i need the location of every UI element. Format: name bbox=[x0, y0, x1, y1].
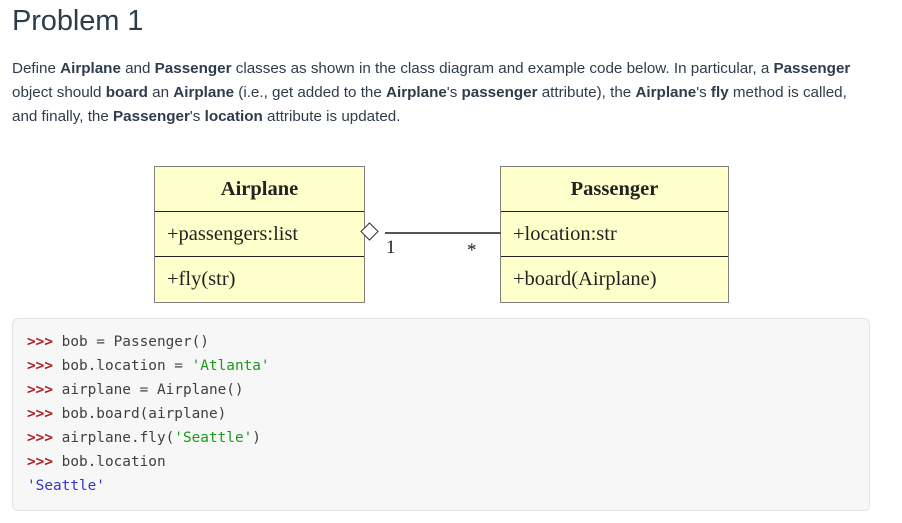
uml-class-passenger-name: Passenger bbox=[501, 167, 728, 212]
emphasis-term: board bbox=[105, 84, 148, 101]
code-token-plain: airplane = Airplane() bbox=[61, 382, 244, 398]
code-token-plain: ) bbox=[252, 430, 261, 446]
code-line: >>> airplane = Airplane() bbox=[27, 378, 855, 402]
code-token-plain: airplane.fly( bbox=[61, 430, 175, 446]
code-token-prompt: >>> bbox=[27, 334, 62, 350]
code-token-plain: bob.board(airplane) bbox=[61, 406, 227, 422]
description-text: 's bbox=[446, 84, 462, 101]
emphasis-term: Airplane bbox=[386, 84, 447, 101]
code-line: >>> bob.board(airplane) bbox=[27, 402, 855, 426]
description-text: 's bbox=[189, 108, 205, 125]
emphasis-term: Airplane bbox=[173, 84, 235, 101]
emphasis-term: Airplane bbox=[60, 60, 121, 77]
uml-class-airplane-name: Airplane bbox=[155, 167, 364, 212]
description-text: classes as shown in the class diagram an… bbox=[231, 60, 774, 77]
emphasis-term: passenger bbox=[461, 84, 538, 101]
code-token-prompt: >>> bbox=[27, 382, 62, 398]
emphasis-term: Passenger bbox=[773, 60, 851, 77]
code-token-out: 'Seattle' bbox=[27, 478, 105, 494]
code-token-plain: bob.location = bbox=[61, 358, 192, 374]
multiplicity-target: * bbox=[467, 240, 477, 261]
uml-class-diagram: Airplane +passengers:list +fly(str) Pass… bbox=[12, 156, 890, 316]
emphasis-term: fly bbox=[710, 84, 729, 101]
emphasis-term: Airplane bbox=[635, 84, 697, 101]
code-token-prompt: >>> bbox=[27, 358, 62, 374]
description-text: object should bbox=[12, 84, 106, 101]
code-line: >>> bob = Passenger() bbox=[27, 330, 855, 354]
description-text: 's bbox=[696, 84, 711, 101]
uml-class-passenger-method: +board(Airplane) bbox=[513, 268, 657, 290]
code-token-plain: bob.location bbox=[61, 454, 166, 470]
problem-description: Define Airplane and Passenger classes as… bbox=[12, 38, 860, 129]
emphasis-term: Passenger bbox=[154, 60, 232, 77]
uml-class-passenger: Passenger +location:str +board(Airplane) bbox=[500, 166, 729, 303]
code-token-prompt: >>> bbox=[27, 406, 62, 422]
association-line bbox=[385, 232, 501, 234]
uml-class-passenger-attribute: +location:str bbox=[501, 212, 728, 257]
description-text: method is called, and finally, the bbox=[12, 84, 847, 125]
description-text: an bbox=[147, 84, 174, 101]
multiplicity-source: 1 bbox=[386, 237, 396, 258]
description-text: attribute is updated. bbox=[262, 108, 401, 125]
uml-class-airplane-attribute: +passengers:list bbox=[155, 212, 364, 257]
code-line: >>> bob.location = 'Atlanta' bbox=[27, 354, 855, 378]
code-token-str: 'Seattle' bbox=[174, 430, 253, 446]
page-title: Problem 1 bbox=[12, 5, 144, 37]
code-token-prompt: >>> bbox=[27, 454, 62, 470]
code-line: >>> bob.location bbox=[27, 450, 855, 474]
description-text: (i.e., get added to the bbox=[234, 84, 387, 101]
code-token-str: 'Atlanta' bbox=[191, 358, 270, 374]
code-example-block: >>> bob = Passenger()>>> bob.location = … bbox=[12, 318, 870, 511]
code-line: 'Seattle' bbox=[27, 474, 855, 498]
description-text: and bbox=[120, 60, 155, 77]
code-line: >>> airplane.fly('Seattle') bbox=[27, 426, 855, 450]
emphasis-term: Passenger bbox=[113, 108, 190, 125]
emphasis-term: location bbox=[204, 108, 263, 125]
uml-class-airplane-method: +fly(str) bbox=[167, 268, 236, 290]
code-token-plain: bob = Passenger() bbox=[61, 334, 209, 350]
description-text: Define bbox=[12, 60, 61, 77]
description-text: attribute), the bbox=[537, 84, 636, 101]
uml-class-airplane: Airplane +passengers:list +fly(str) bbox=[154, 166, 365, 303]
code-token-prompt: >>> bbox=[27, 430, 62, 446]
